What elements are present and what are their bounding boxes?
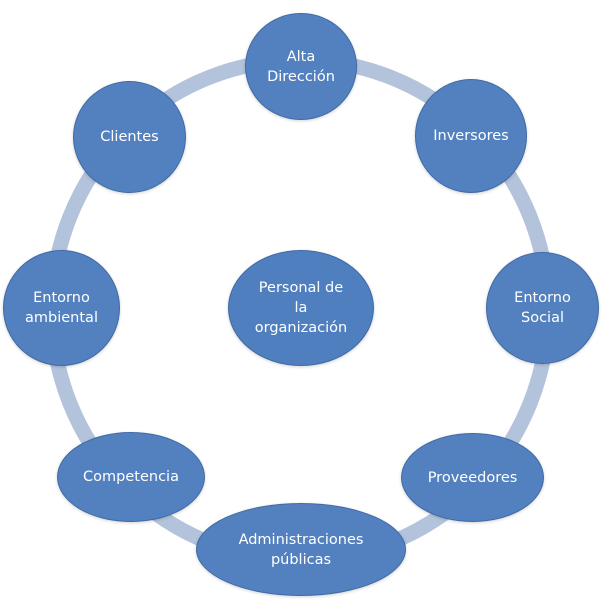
node-inversores: Inversores xyxy=(415,79,527,193)
node-proveedores-label: Proveedores xyxy=(427,469,518,486)
node-clientes: Clientes xyxy=(73,81,186,193)
node-clientes-label: Clientes xyxy=(100,129,159,145)
node-inversores-label: Inversores xyxy=(433,128,509,144)
node-proveedores: Proveedores xyxy=(401,433,544,522)
node-competencia: Competencia xyxy=(57,432,205,522)
node-competencia-label: Competencia xyxy=(83,469,179,485)
